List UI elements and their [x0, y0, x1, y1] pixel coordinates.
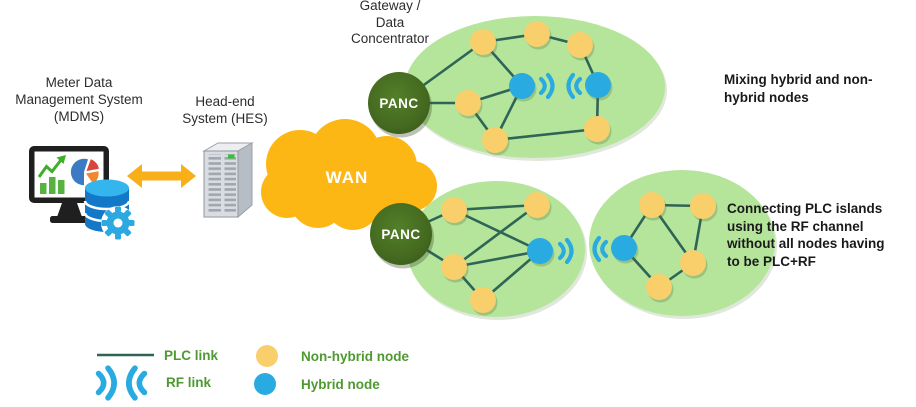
legend-hybrid-label: Hybrid node [301, 377, 380, 392]
nonhybrid-node-sample [256, 345, 278, 367]
nonhybrid-node [567, 32, 593, 58]
server-icon [202, 142, 254, 219]
panc-label: PANC [381, 227, 420, 242]
panc-node [368, 72, 430, 134]
hybrid-node [509, 73, 535, 99]
mdms-icon [29, 146, 135, 240]
network-island [589, 170, 775, 316]
top-network: PANC [368, 16, 667, 161]
nonhybrid-node [524, 21, 550, 47]
legend-plc-link-label: PLC link [164, 348, 219, 363]
nonhybrid-node [639, 192, 665, 218]
nonhybrid-node [482, 127, 508, 153]
rf-waves-icon [126, 365, 148, 401]
gear-icon [101, 206, 135, 240]
nonhybrid-node [470, 287, 496, 313]
hybrid-node-sample [254, 373, 276, 395]
wan-label: WAN [325, 168, 369, 187]
hybrid-node [611, 235, 637, 261]
pie-chart-icon [70, 158, 99, 186]
plc-link [453, 249, 541, 269]
plc-link [453, 203, 538, 212]
wan-cloud-icon [261, 119, 437, 230]
rf-waves-icon [592, 235, 609, 263]
panc-node [370, 203, 432, 265]
plc-link [453, 203, 538, 269]
legend-rf-link-label: RF link [166, 375, 212, 390]
connecting-annotation: Connecting PLC islands using the RF chan… [727, 201, 885, 269]
nonhybrid-node [470, 29, 496, 55]
nonhybrid-node [646, 274, 672, 300]
nonhybrid-node [524, 192, 550, 218]
hybrid-node [585, 72, 611, 98]
gateway-label: Gateway / Data Concentrator [350, 0, 430, 46]
nonhybrid-node [441, 197, 467, 223]
rf-waves-icon [557, 237, 574, 265]
plc-link [494, 127, 598, 142]
legend-markers [95, 345, 278, 401]
plc-link [453, 208, 541, 253]
nonhybrid-node [584, 116, 610, 142]
right-network [589, 170, 777, 319]
middle-network: PANC [370, 181, 587, 320]
mdms-label: Meter Data Management System (MDMS) [15, 75, 143, 124]
panc-label: PANC [379, 96, 418, 111]
nonhybrid-node [690, 193, 716, 219]
nonhybrid-node [441, 254, 467, 280]
nonhybrid-node [455, 90, 481, 116]
mixing-annotation: Mixing hybrid and non- hybrid nodes [724, 72, 873, 105]
rf-waves-icon [95, 365, 117, 401]
double-arrow-icon [127, 164, 196, 188]
rf-waves-icon [538, 72, 555, 100]
hybrid-node [527, 238, 553, 264]
hes-label: Head-end System (HES) [182, 94, 268, 126]
nonhybrid-node [680, 250, 706, 276]
legend-nonhybrid-label: Non-hybrid node [301, 349, 409, 364]
rf-waves-icon [566, 72, 583, 100]
